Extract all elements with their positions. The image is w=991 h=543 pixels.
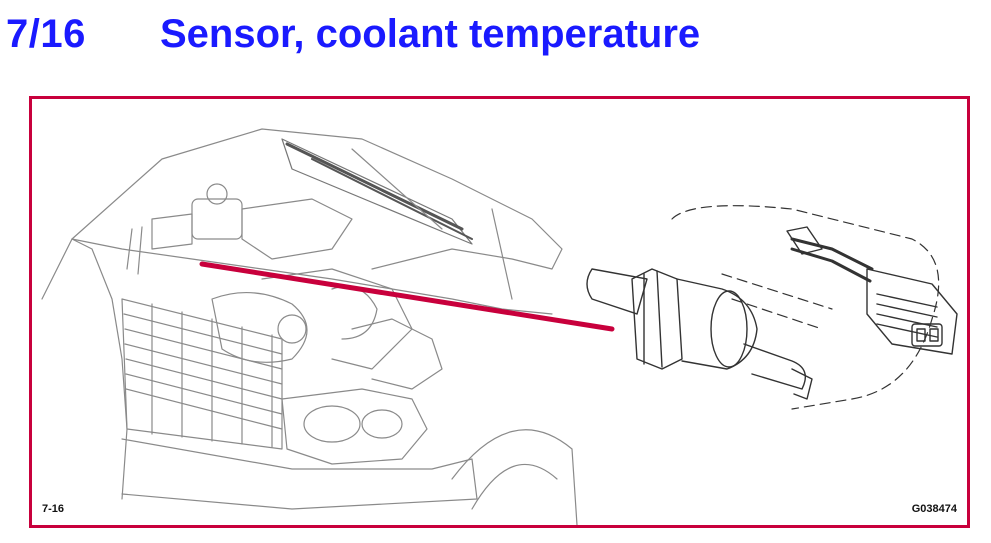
section-code: 7/16 <box>6 12 86 56</box>
location-pointer <box>199 261 615 332</box>
sensor-cable <box>743 343 806 390</box>
car-body-outline <box>41 238 128 500</box>
sensor-body <box>676 278 758 370</box>
wire-harness <box>790 237 874 271</box>
figure-ref-right: G038474 <box>911 503 957 515</box>
sensor-probe <box>586 268 648 315</box>
coolant-reservoir <box>191 198 243 240</box>
harness-outline <box>671 205 940 410</box>
front-bumper <box>121 438 478 510</box>
front-grille <box>121 298 283 450</box>
figure-ref-left: 7-16 <box>42 503 65 515</box>
page-title: Sensor, coolant temperature <box>160 12 701 56</box>
windscreen-cowl <box>281 138 473 245</box>
connector-plug <box>866 268 958 355</box>
engine-bay-illustration <box>41 128 958 525</box>
car-hood-outline <box>71 128 563 270</box>
figure-frame: 7-16 G038474 <box>29 96 970 528</box>
page-header: 7/16 Sensor, coolant temperature <box>0 0 991 80</box>
wheel-arch <box>451 429 578 525</box>
sensor-hex-nut <box>631 268 683 370</box>
headlight <box>281 388 428 465</box>
